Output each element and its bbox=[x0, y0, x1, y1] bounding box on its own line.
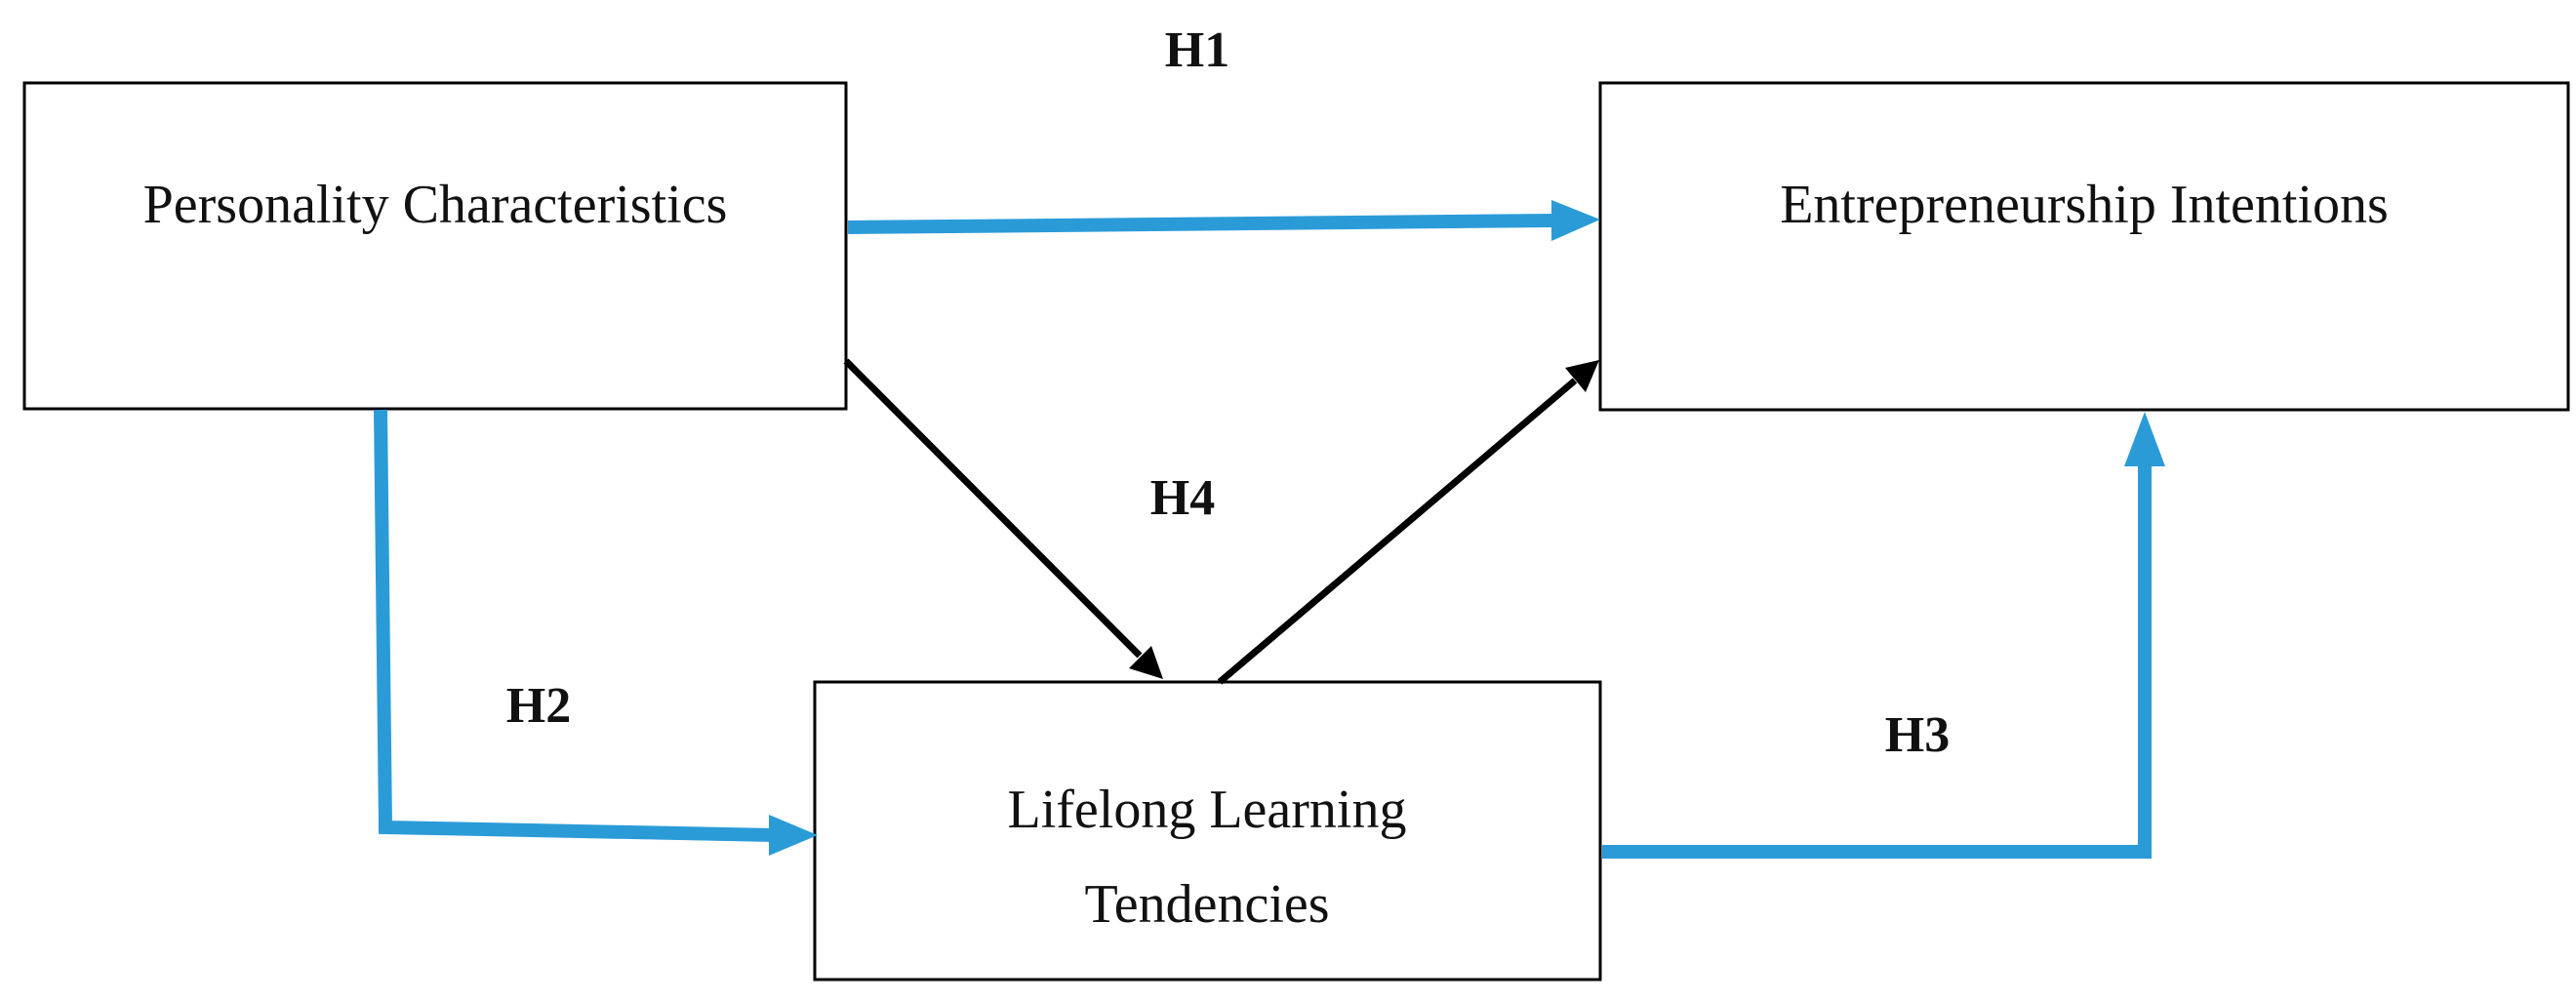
path-h3 bbox=[1602, 412, 2165, 859]
h3-label: H3 bbox=[1885, 707, 1950, 763]
box-entrepreneurship-label: Entrepreneurship Intentions bbox=[1780, 175, 2389, 235]
box-lifelong-label-line2: Tendencies bbox=[1084, 874, 1329, 935]
path-h2 bbox=[374, 409, 818, 856]
path-h4 bbox=[843, 358, 1599, 685]
box-personality-label: Personality Characteristics bbox=[143, 175, 728, 235]
h2-label: H2 bbox=[506, 678, 571, 734]
h4-label: H4 bbox=[1150, 470, 1215, 526]
box-entrepreneurship-intentions: Entrepreneurship Intentions bbox=[1598, 81, 2570, 412]
box-lifelong-label-line1: Lifelong Learning bbox=[1008, 780, 1407, 840]
box-personality-characteristics: Personality Characteristics bbox=[22, 81, 848, 411]
h1-label: H1 bbox=[1165, 22, 1229, 78]
box-lifelong-learning-tendencies: Lifelong Learning Tendencies bbox=[813, 680, 1602, 982]
path-h1 bbox=[847, 200, 1600, 241]
